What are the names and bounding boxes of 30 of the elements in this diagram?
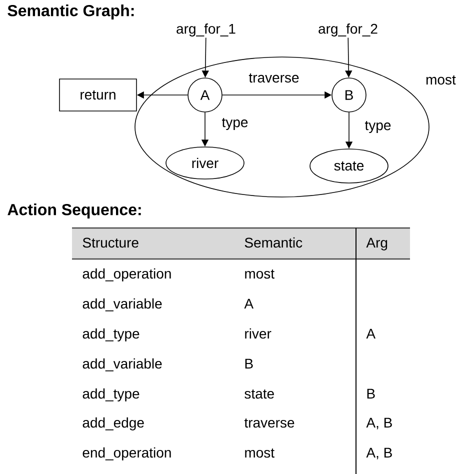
table-cell: most — [245, 269, 274, 279]
argument-text: arg_for_2 — [318, 23, 378, 37]
table-cell: add_edge — [82, 417, 144, 430]
section-heading: Action Sequence: — [8, 204, 141, 218]
table-cell: most — [245, 448, 274, 458]
edge-label: type — [222, 118, 248, 130]
table-cell: traverse — [244, 418, 294, 428]
table-cell: state — [244, 389, 274, 399]
table-cell: B — [245, 358, 253, 368]
argument-text: arg_for_1 — [176, 23, 236, 37]
table-cell: A, B — [366, 448, 392, 460]
column-header: Structure — [82, 238, 138, 248]
edge-label: traverse — [248, 73, 299, 83]
column-header: Semantic — [244, 237, 302, 248]
table-cell: end_operation — [82, 447, 171, 460]
table-cell: B — [367, 388, 375, 398]
table-cell: add_type — [82, 388, 140, 402]
table-cell: add_variable — [82, 298, 162, 312]
return-box: return — [59, 78, 137, 112]
table-cell: A — [244, 298, 254, 308]
edge-label: type — [365, 121, 391, 133]
table-cell: add_operation — [82, 268, 171, 282]
table-cell: add_type — [82, 328, 140, 342]
section-heading: Semantic Graph: — [8, 4, 134, 20]
table-cell: A — [366, 328, 376, 338]
table-cell: A, B — [366, 418, 392, 430]
node-label: most — [426, 75, 456, 85]
column-header: Arg — [366, 238, 388, 250]
table-cell: river — [245, 328, 272, 339]
table-cell: add_variable — [82, 358, 162, 372]
